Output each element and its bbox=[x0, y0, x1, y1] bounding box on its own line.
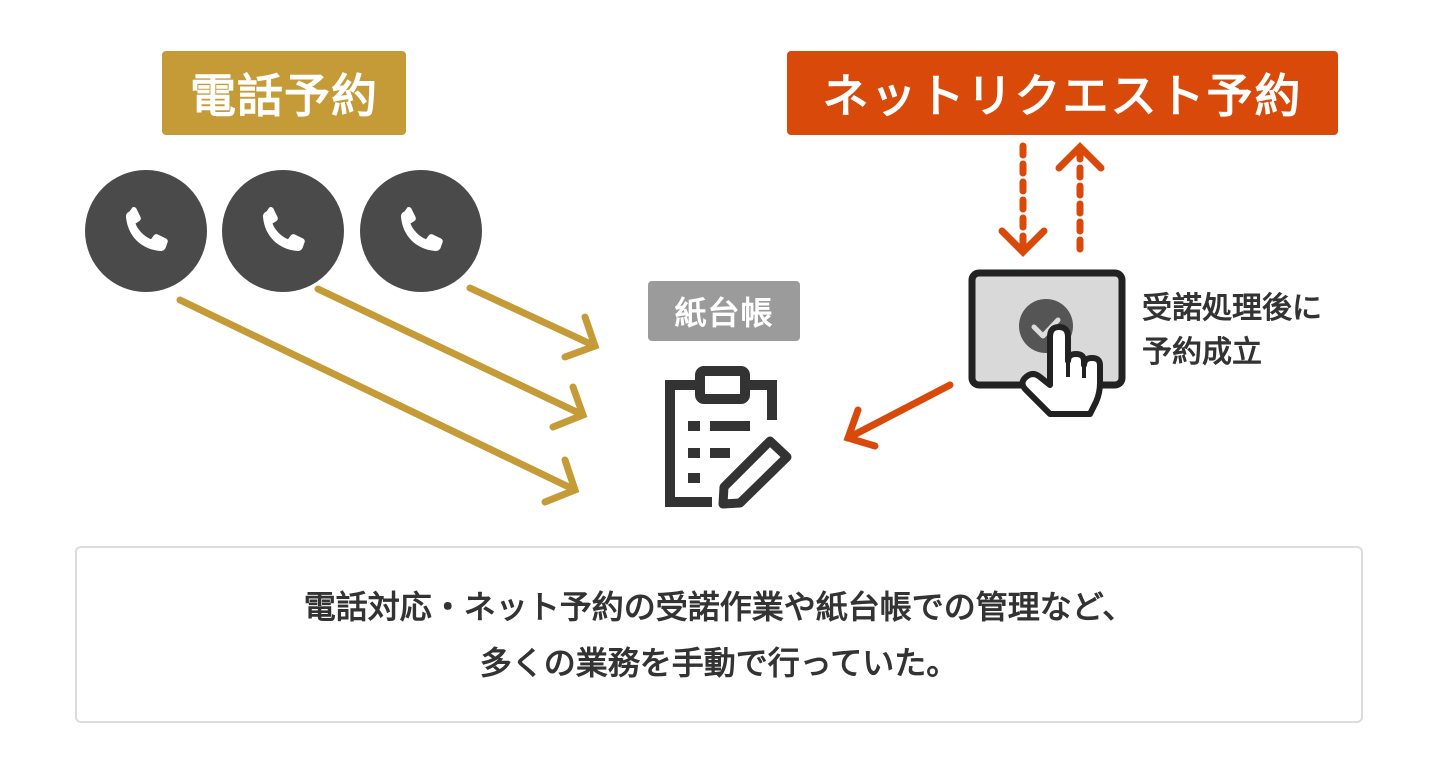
summary-line2: 多くの業務を手動で行っていた。 bbox=[479, 643, 959, 682]
phone-icon bbox=[85, 170, 207, 292]
acceptance-note-line2: 予約成立 bbox=[1142, 335, 1262, 370]
up-dashed-arrow bbox=[1055, 142, 1105, 258]
net-request-booking-label: ネットリクエスト予約 bbox=[787, 51, 1338, 135]
phone-icon bbox=[360, 170, 482, 292]
summary-box: 電話対応・ネット予約の受諾作業や紙台帳での管理など、 多くの業務を手動で行ってい… bbox=[75, 546, 1363, 723]
acceptance-note-line1: 受諾処理後に bbox=[1142, 291, 1322, 326]
orange-arrow bbox=[843, 381, 954, 450]
gold-arrow bbox=[176, 296, 580, 506]
gold-arrow bbox=[314, 285, 588, 431]
acceptance-note: 受諾処理後に 予約成立 bbox=[1142, 287, 1322, 375]
gold-arrow bbox=[466, 284, 600, 361]
phone-icon bbox=[222, 170, 344, 292]
paper-ledger-label: 紙台帳 bbox=[648, 281, 800, 341]
down-dashed-arrow bbox=[998, 142, 1048, 257]
summary-line1: 電話対応・ネット予約の受諾作業や紙台帳での管理など、 bbox=[303, 587, 1135, 626]
tablet-check-tap-icon bbox=[968, 269, 1126, 417]
pencil-icon bbox=[718, 436, 792, 509]
phone-booking-label: 電話予約 bbox=[162, 51, 406, 135]
clipboard-edit-icon bbox=[665, 366, 777, 507]
